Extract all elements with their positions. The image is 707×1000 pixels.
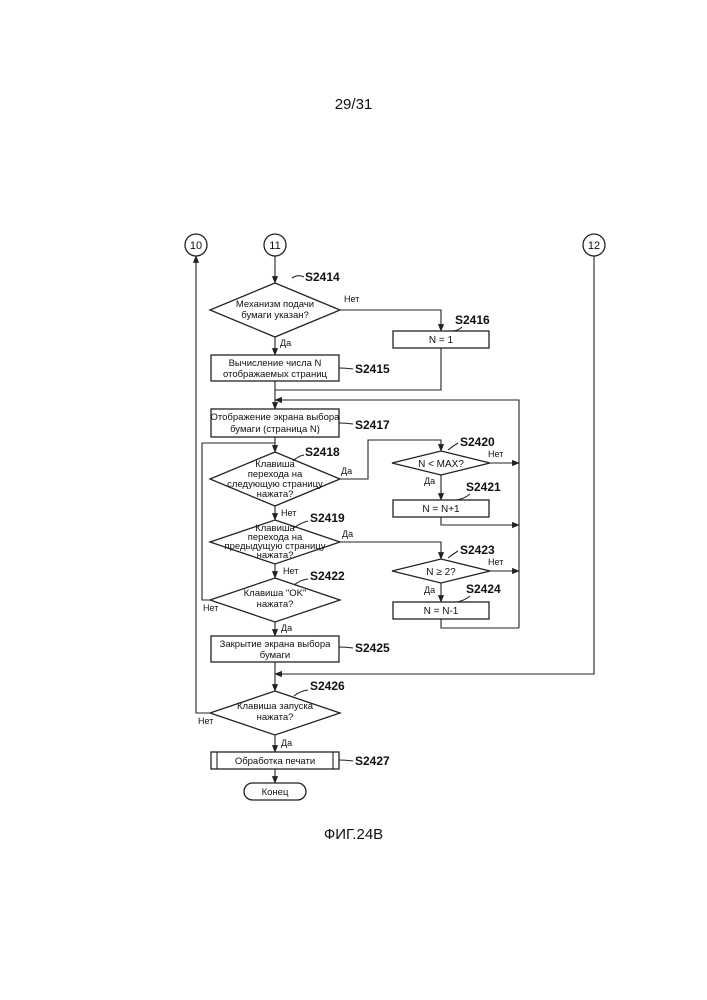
label-yes-s2423: Да [424,585,435,595]
step-id-s2416: S2416 [455,313,490,327]
label-no-s2420: Нет [488,449,503,459]
svg-text:10: 10 [190,240,202,252]
terminal-end: Конец [244,783,306,800]
svg-text:бумаги: бумаги [260,650,290,661]
svg-text:нажата?: нажата? [257,489,294,500]
svg-text:11: 11 [269,240,280,252]
step-id-s2415: S2415 [355,362,390,376]
svg-text:Конец: Конец [262,787,289,798]
process-s2416: N = 1 [393,331,489,348]
decision-s2414: Механизм подачи бумаги указан? [210,283,340,337]
svg-text:Отображение экрана выбора: Отображение экрана выбора [211,412,341,423]
process-s2417: Отображение экрана выбора бумаги (страни… [211,409,341,437]
label-yes-s2420: Да [424,476,435,486]
svg-text:12: 12 [588,240,600,252]
step-id-s2426: S2426 [310,679,345,693]
svg-text:Вычисление числа N: Вычисление числа N [229,358,322,369]
label-no-s2422: Нет [203,603,218,613]
svg-text:Клавиша "OK": Клавиша "OK" [244,588,307,599]
svg-text:нажата?: нажата? [257,599,294,610]
connector-11: 11 [264,234,286,256]
process-s2424: N = N-1 [393,602,489,619]
step-id-s2423: S2423 [460,543,495,557]
label-yes-s2418: Да [341,466,352,476]
label-no-s2418: Нет [281,508,296,518]
step-id-s2421: S2421 [466,480,501,494]
svg-text:отображаемых страниц: отображаемых страниц [223,369,328,380]
decision-s2420: N < MAX? [392,451,490,475]
step-id-s2417: S2417 [355,418,390,432]
svg-text:Клавиша запуска: Клавиша запуска [237,701,314,712]
label-no-s2423: Нет [488,557,503,567]
label-yes-s2419: Да [342,529,353,539]
svg-text:Механизм подачи: Механизм подачи [236,299,314,310]
label-yes-s2426: Да [281,738,292,748]
step-id-s2419: S2419 [310,511,345,525]
label-no-s2419: Нет [283,566,298,576]
decision-s2423: N ≥ 2? [392,559,490,583]
svg-text:N = N+1: N = N+1 [422,504,460,515]
svg-text:нажата?: нажата? [257,550,294,561]
label-yes-s2422: Да [281,623,292,633]
figure-caption: ФИГ.24В [0,826,707,843]
step-id-s2422: S2422 [310,569,345,583]
svg-text:Закрытие экрана выбора: Закрытие экрана выбора [220,639,331,650]
process-s2415: Вычисление числа N отображаемых страниц [211,355,339,381]
predefined-process-s2427: Обработка печати [211,752,339,769]
svg-text:N = N-1: N = N-1 [424,606,459,617]
label-yes-s2414: Да [280,338,291,348]
connector-10: 10 [185,234,207,256]
step-id-s2425: S2425 [355,641,390,655]
label-no-s2414: Нет [344,294,359,304]
decision-s2419: Клавиша перехода на предыдущую страницу … [210,520,340,564]
svg-text:N < MAX?: N < MAX? [418,459,464,470]
decision-s2418: Клавиша перехода на следующую страницу н… [210,452,340,506]
decision-s2422: Клавиша "OK" нажата? [210,578,340,622]
step-id-s2420: S2420 [460,435,495,449]
svg-text:бумаги указан?: бумаги указан? [241,310,309,321]
process-s2425: Закрытие экрана выбора бумаги [211,636,339,662]
connector-12: 12 [583,234,605,256]
step-id-s2427: S2427 [355,754,390,768]
svg-text:нажата?: нажата? [257,712,294,723]
step-id-s2424: S2424 [466,582,501,596]
svg-text:N ≥ 2?: N ≥ 2? [426,567,456,578]
label-no-s2426: Нет [198,716,213,726]
process-s2421: N = N+1 [393,500,489,517]
step-id-s2418: S2418 [305,445,340,459]
svg-text:Обработка печати: Обработка печати [235,756,315,767]
svg-text:N = 1: N = 1 [429,335,454,346]
decision-s2426: Клавиша запуска нажата? [210,691,340,735]
step-id-s2414: S2414 [305,270,340,284]
svg-text:бумаги (страница N): бумаги (страница N) [230,424,320,435]
